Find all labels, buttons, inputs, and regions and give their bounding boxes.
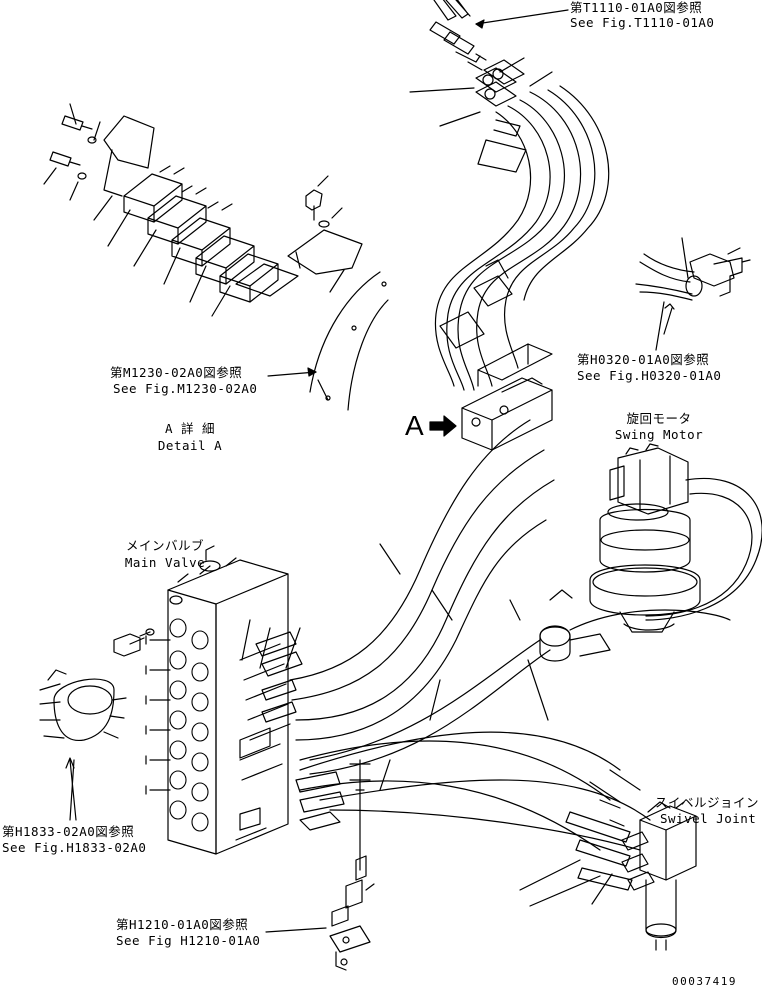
main-valve xyxy=(145,545,291,855)
ref-h0320-jp: 第H0320-01A0図参照 xyxy=(577,352,710,367)
main-valve-label-jp: メインバルブ xyxy=(125,538,204,553)
swing-motor-label-en: Swing Motor xyxy=(614,427,704,442)
h1210-fitting xyxy=(265,759,375,971)
swivel-joint-label-jp: スイベルジョイント xyxy=(655,795,762,810)
main-valve-label-en: Main Valve xyxy=(124,555,206,570)
swing-motor-label-jp: 旋回モータ xyxy=(626,411,692,426)
detail-a-title-jp: A 詳 細 xyxy=(164,421,216,436)
detail-a-title-en: Detail A xyxy=(157,438,223,453)
plug-fitting xyxy=(113,628,155,657)
ref-t1110-en: See Fig.T1110-01A0 xyxy=(570,15,715,30)
ref-h1210-en: See Fig H1210-01A0 xyxy=(116,933,261,948)
detail-a-arrow xyxy=(429,415,457,437)
lower-hose-bundle xyxy=(241,419,731,851)
ref-t1110-jp: 第T1110-01A0図参照 xyxy=(570,0,703,15)
ref-h1210-jp: 第H1210-01A0図参照 xyxy=(116,917,249,932)
detail-a-marker: A xyxy=(405,410,424,441)
ref-m1230-en: See Fig.M1230-02A0 xyxy=(113,381,258,396)
detail-a-clamp-assembly xyxy=(43,103,389,411)
h1833-component xyxy=(39,669,127,821)
upper-hose-bundle xyxy=(434,85,610,451)
ref-h1833-en: See Fig.H1833-02A0 xyxy=(2,840,147,855)
ref-h1833-jp: 第H1833-02A0図参照 xyxy=(2,824,135,839)
drawing-number: 00037419 xyxy=(672,975,737,988)
top-fittings xyxy=(409,0,569,173)
swivel-joint xyxy=(519,769,697,951)
swivel-joint-label-en: Swivel Joint xyxy=(660,811,757,826)
reference-leaders xyxy=(69,19,665,821)
ref-m1230-jp: 第M1230-02A0図参照 xyxy=(110,365,243,380)
h0320-fitting xyxy=(635,237,751,335)
ref-h0320-en: See Fig.H0320-01A0 xyxy=(577,368,722,383)
swing-motor xyxy=(589,443,762,633)
